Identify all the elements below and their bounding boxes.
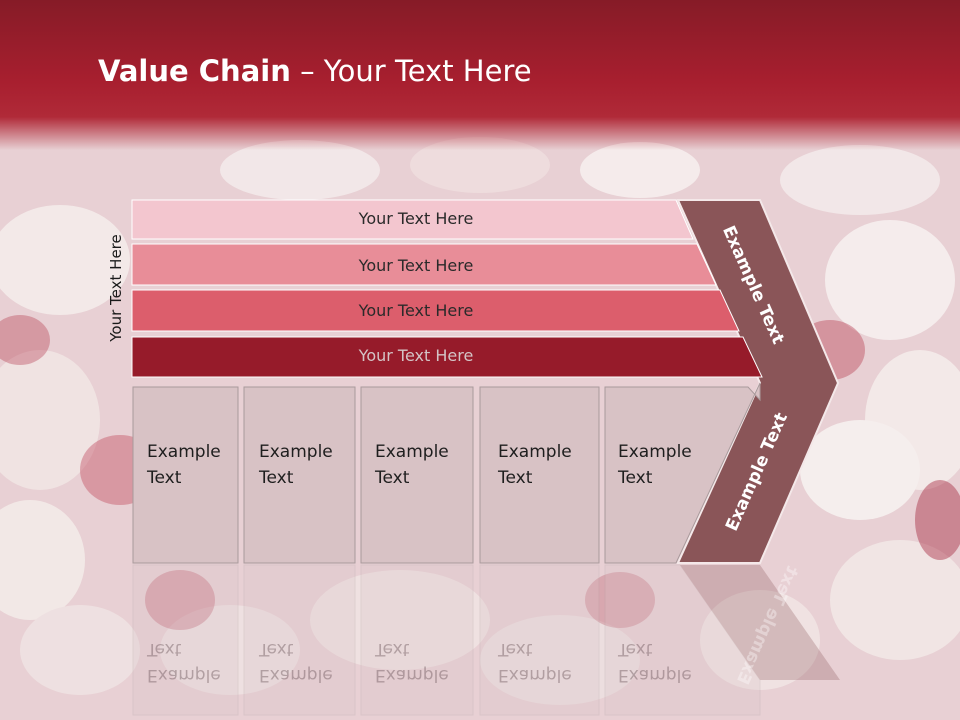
- row-label-3: Your Text Here: [358, 301, 474, 320]
- row-label-1: Your Text Here: [358, 209, 474, 228]
- row-label-4: Your Text Here: [358, 346, 474, 365]
- box-1: [132, 386, 239, 564]
- row-label-2: Your Text Here: [358, 256, 474, 275]
- row-bar-2: [131, 243, 717, 286]
- reflection-group: [132, 564, 840, 716]
- box-5: [604, 382, 761, 564]
- box-3: [360, 386, 474, 564]
- slide-title: Value Chain – Your Text Here: [98, 54, 532, 88]
- row-bar-3: [131, 289, 740, 332]
- box-4: [479, 386, 600, 564]
- title-rest: – Your Text Here: [290, 54, 532, 88]
- title-bold: Value Chain: [98, 54, 291, 88]
- title-bar: [0, 0, 960, 150]
- box-2: [243, 386, 356, 564]
- row-bar-4: [131, 336, 763, 378]
- side-label: Your Text Here: [107, 234, 125, 342]
- row-bar-1: [131, 199, 694, 240]
